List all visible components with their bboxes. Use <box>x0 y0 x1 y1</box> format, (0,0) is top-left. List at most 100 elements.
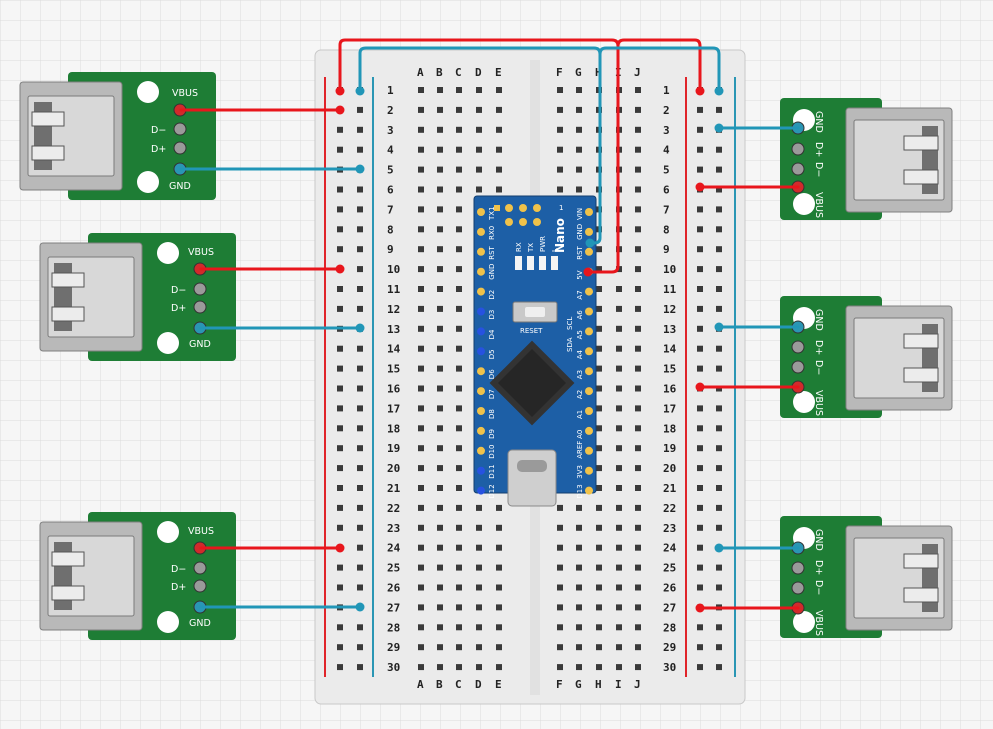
breadboard-hole <box>437 564 443 571</box>
breadboard-hole <box>635 524 641 531</box>
nano-pin <box>477 407 485 415</box>
breadboard-hole <box>476 106 482 113</box>
column-letter: G <box>575 678 582 691</box>
breadboard-hole <box>437 465 443 472</box>
row-number: 29 <box>387 641 400 654</box>
breadboard-hole <box>456 465 462 472</box>
row-number: 10 <box>387 263 400 276</box>
breadboard-hole <box>337 664 343 671</box>
breadboard-hole <box>697 485 703 491</box>
breadboard-hole <box>635 425 641 432</box>
breadboard-hole <box>496 146 502 153</box>
breadboard-hole <box>437 106 443 113</box>
breadboard-hole <box>437 206 443 213</box>
breadboard-hole <box>716 564 722 571</box>
breadboard-hole <box>357 624 363 631</box>
led-label: TX <box>527 243 535 253</box>
nano-right-pin-label: 3V3 <box>576 465 584 479</box>
row-number: 19 <box>387 442 400 455</box>
breadboard-hole <box>557 584 563 591</box>
breadboard-hole <box>557 624 563 631</box>
breadboard-hole <box>456 266 462 273</box>
breadboard-hole <box>697 345 703 352</box>
breadboard-hole <box>476 564 482 571</box>
breadboard-hole <box>616 286 622 292</box>
breadboard-hole <box>716 206 722 213</box>
breadboard-hole <box>557 87 563 93</box>
breadboard-hole <box>456 604 462 611</box>
nano-right-pin-label: A0 <box>576 430 584 439</box>
breadboard-hole <box>337 485 343 491</box>
breadboard-hole <box>616 465 622 472</box>
row-number: 22 <box>663 502 676 515</box>
breadboard-hole <box>437 604 443 611</box>
breadboard-hole <box>357 664 363 671</box>
nano-pin <box>477 307 485 316</box>
breadboard-hole <box>716 286 722 292</box>
usb-module-right-3: GND D+ D− VBUS <box>780 516 953 638</box>
sda-label: SDA <box>566 337 574 352</box>
breadboard-hole <box>456 644 462 651</box>
breadboard-hole <box>337 644 343 651</box>
nano-right-pin-label: VIN <box>576 208 584 220</box>
breadboard-hole <box>456 564 462 571</box>
breadboard-hole <box>456 305 462 312</box>
column-letter: H <box>595 678 602 691</box>
breadboard-hole <box>456 126 462 133</box>
nano-pin <box>477 287 485 296</box>
breadboard-hole <box>437 345 443 352</box>
row-number: 5 <box>663 164 670 177</box>
breadboard-hole <box>635 246 641 253</box>
breadboard-hole <box>616 664 622 671</box>
breadboard-hole <box>357 564 363 571</box>
pin-label-vbus: VBUS <box>813 192 824 218</box>
breadboard-hole <box>576 584 582 591</box>
led-label: L <box>551 248 559 252</box>
breadboard-hole <box>635 564 641 571</box>
column-letter: F <box>556 678 563 691</box>
breadboard-hole <box>635 186 641 193</box>
column-letter: B <box>436 678 443 691</box>
breadboard-hole <box>557 664 563 671</box>
nano-left-pin-label: RST <box>488 245 496 259</box>
nano-left-pin-label: RX0 <box>488 226 496 240</box>
breadboard-hole <box>337 425 343 432</box>
breadboard-hole <box>697 544 703 551</box>
row-number: 3 <box>663 124 670 137</box>
breadboard-hole <box>337 226 343 233</box>
breadboard-hole <box>337 504 343 511</box>
breadboard-hole <box>437 584 443 591</box>
usb-module-right-1: GND D+ D− VBUS <box>780 98 953 220</box>
pin-label-dminus: D− <box>813 580 824 595</box>
breadboard-hole <box>576 624 582 631</box>
row-number: 18 <box>387 422 400 435</box>
breadboard-hole <box>557 106 563 113</box>
column-letter: I <box>615 678 622 691</box>
breadboard-hole <box>635 226 641 233</box>
scl-label: SCL <box>566 317 574 330</box>
breadboard-hole <box>456 425 462 432</box>
nano-left-pin-label: D6 <box>488 369 496 379</box>
row-number: 27 <box>663 601 676 614</box>
pin-label-dplus: D+ <box>151 144 166 155</box>
breadboard-hole <box>476 584 482 591</box>
breadboard-hole <box>557 166 563 173</box>
nano-pin <box>477 227 485 236</box>
nano-right-pin-label: 5V <box>576 270 584 279</box>
wire-5v-bridge-right <box>616 38 702 93</box>
breadboard-hole <box>456 624 462 631</box>
breadboard-hole <box>337 405 343 412</box>
pin-label-vbus: VBUS <box>188 526 214 537</box>
breadboard-hole <box>337 345 343 352</box>
breadboard-hole <box>635 146 641 153</box>
row-number: 8 <box>663 223 670 236</box>
breadboard-hole <box>716 345 722 352</box>
breadboard-hole <box>576 544 582 551</box>
breadboard-hole <box>576 186 582 193</box>
breadboard-hole <box>357 425 363 432</box>
nano-pin <box>585 466 593 475</box>
board-name: Nano <box>553 218 567 253</box>
breadboard-hole <box>476 644 482 651</box>
breadboard-hole <box>456 485 462 491</box>
